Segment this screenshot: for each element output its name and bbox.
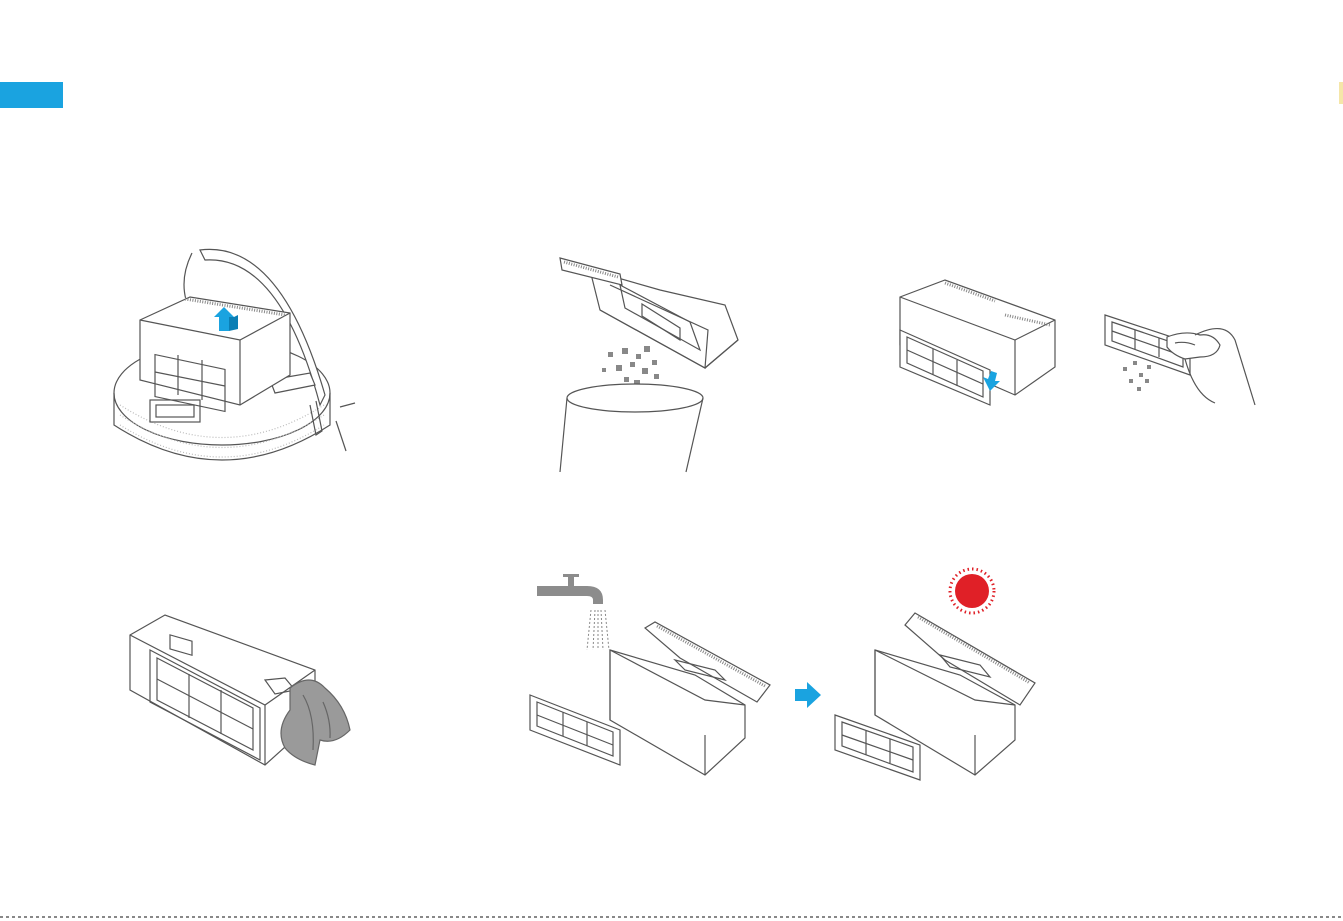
cloth-icon: [281, 680, 350, 765]
rinse-dustbin-and-filter-illustration: [525, 570, 775, 780]
remove-and-tap-filter-illustration: [895, 275, 1265, 410]
filter-icon: [530, 695, 620, 765]
dustbin-icon: [610, 622, 770, 775]
edge-tab-marker: [1339, 82, 1343, 104]
open-lid-remove-dustbin-illustration: [110, 245, 360, 485]
dry-in-sun-illustration: [830, 565, 1050, 785]
wipe-dustbin-with-cloth-illustration: [125, 610, 360, 770]
trash-can-icon: [560, 384, 703, 472]
debris-icon: [1123, 361, 1151, 391]
section-tab-marker: [0, 82, 63, 108]
water-icon: [587, 610, 609, 650]
empty-dustbin-into-trash-illustration: [550, 250, 770, 475]
bottom-dashed-divider: [0, 916, 1343, 918]
sun-icon: [950, 569, 994, 613]
faucet-icon: [537, 574, 603, 604]
arrow-right-icon: [795, 682, 821, 708]
next-step-arrow: [795, 682, 821, 708]
